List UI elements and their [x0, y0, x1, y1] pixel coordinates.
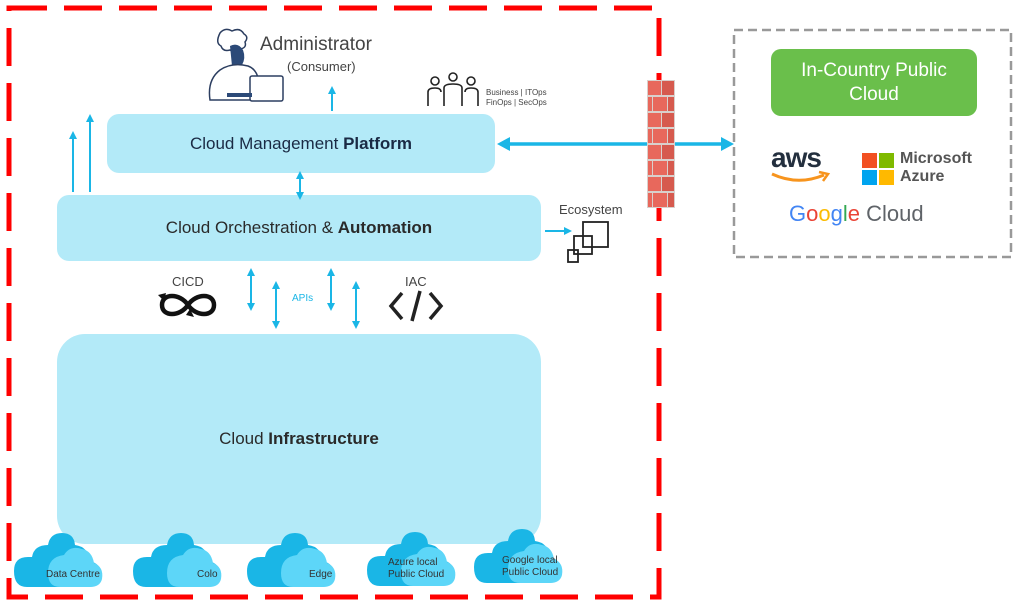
location-label-azure-line2: Public Cloud	[388, 569, 445, 580]
iac-code-icon	[388, 290, 444, 322]
microsoft-logo-icon	[862, 153, 894, 185]
ecosystem-icon	[567, 221, 609, 263]
cmp-bold: Platform	[343, 133, 413, 153]
in-country-public-cloud-badge[interactable]: In-Country Public Cloud	[771, 49, 977, 116]
ci-bold: Infrastructure	[268, 429, 379, 448]
administrator-icon	[208, 28, 284, 102]
cmp-prefix: Cloud Management	[189, 133, 344, 153]
cloud-infrastructure[interactable]: Cloud Infrastructure	[57, 334, 541, 544]
cloud-management-platform[interactable]: Cloud Management Platform	[107, 114, 495, 173]
teams-line2: FinOps | SecOps	[486, 98, 547, 107]
coa-prefix: Cloud Orchestration &	[165, 218, 338, 237]
administrator-title: Administrator	[260, 34, 372, 55]
microsoft-line1: Microsoft	[900, 150, 972, 167]
ecosystem-label: Ecosystem	[559, 202, 623, 217]
firewall-icon	[647, 80, 675, 208]
teams-line1: Business | ITOps	[486, 88, 547, 97]
ci-prefix: Cloud	[219, 429, 269, 448]
location-label-google-line2: Public Cloud	[502, 567, 559, 578]
iac-label: IAC	[405, 274, 427, 289]
public-cloud-title: In-Country Public Cloud	[801, 59, 947, 105]
cicd-label: CICD	[172, 274, 204, 289]
location-label-edge: Edge	[309, 569, 333, 580]
cicd-infinity-icon	[158, 293, 217, 317]
coa-bold: Automation	[337, 218, 433, 237]
google-cloud-suffix: Cloud	[866, 201, 924, 226]
location-label-colo: Colo	[197, 569, 218, 580]
location-label-google-line1: Google local	[502, 555, 558, 566]
aws-logo: aws	[771, 142, 822, 173]
administrator-subtitle: (Consumer)	[287, 59, 356, 74]
google-cloud-logo: Google Cloud	[789, 201, 924, 226]
cloud-orchestration-automation[interactable]: Cloud Orchestration & Automation	[57, 195, 541, 261]
aws-smile-icon	[771, 170, 831, 182]
location-label-data-centre: Data Centre	[46, 569, 100, 580]
microsoft-line2: Azure	[900, 168, 945, 185]
location-label-azure-line1: Azure local	[388, 557, 438, 568]
apis-label: APIs	[292, 293, 314, 304]
teams-icon	[427, 72, 479, 106]
